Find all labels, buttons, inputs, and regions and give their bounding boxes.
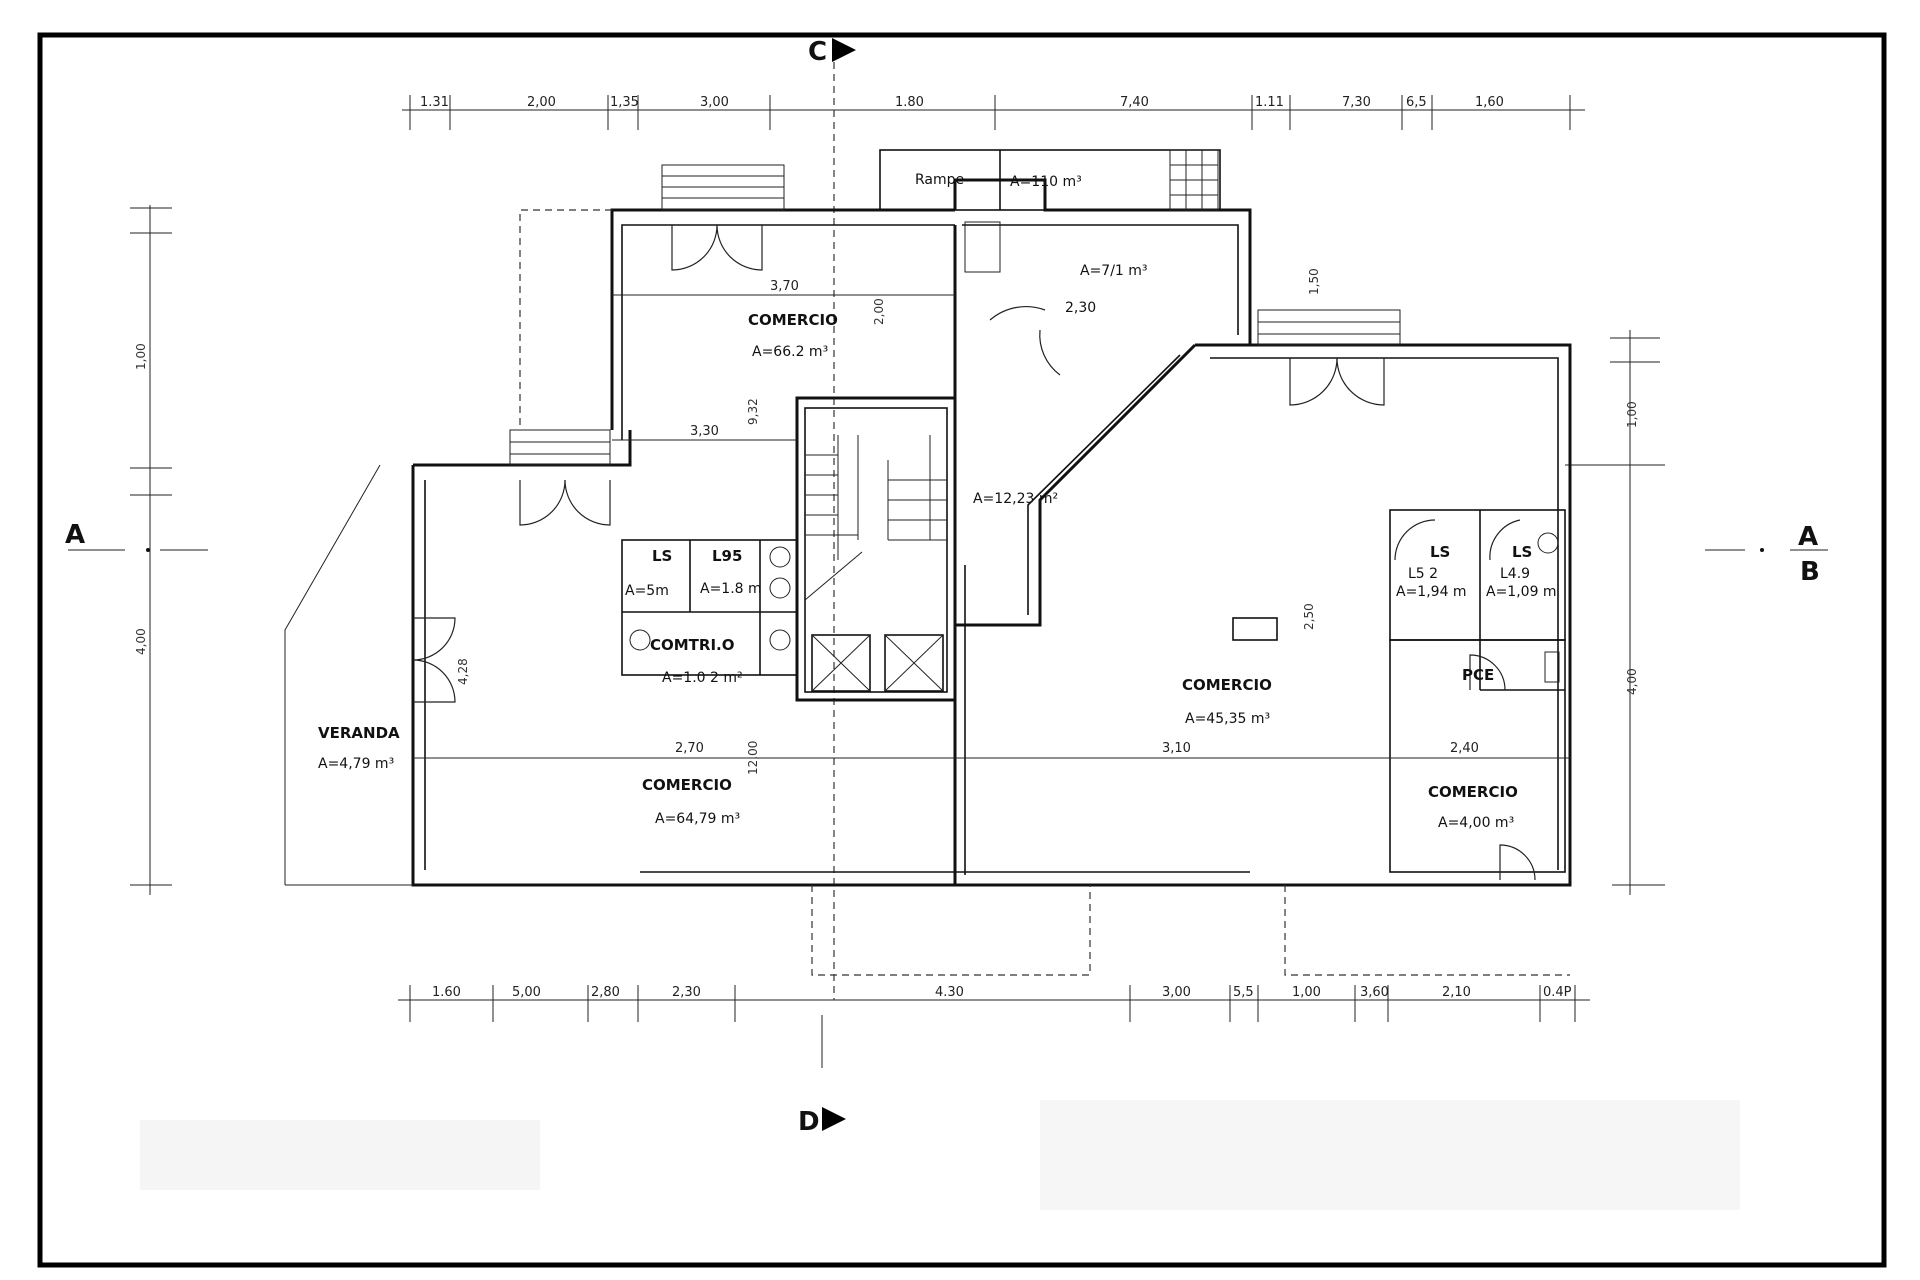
room-pce-label: PCE	[1462, 666, 1494, 684]
entry-steps-e	[1257, 309, 1401, 346]
room-veranda-area: A=4,79 m³	[318, 756, 394, 772]
dim-vert-428: 4,28	[456, 658, 470, 685]
room-rampe-label: Rampe	[915, 172, 964, 188]
section-label-d-bottom: D	[798, 1107, 820, 1137]
entry-steps-nw	[661, 164, 785, 211]
section-label-a-right: A	[1798, 522, 1818, 552]
stair-treads	[804, 435, 947, 601]
dim-bottom-2: 5,00	[512, 985, 541, 1000]
dim-top-3: 1,35	[610, 95, 639, 110]
dim-inner-310: 3,10	[1162, 741, 1191, 756]
dim-bottom-8: 1,00	[1292, 985, 1321, 1000]
room-ls2-area: A=1.8 m	[700, 581, 762, 597]
dim-bottom-4: 2,30	[672, 985, 701, 1000]
dim-top-9: 6,5	[1406, 95, 1427, 110]
top-dimension-chain: 1.31 2,00 1,35 3,00 1.80 7,40 1.11 7,30 …	[402, 95, 1585, 130]
dim-top-4: 3,00	[700, 95, 729, 110]
paper-smudge-right	[1040, 1100, 1740, 1210]
section-marker-d-bottom: D	[798, 1015, 846, 1137]
room-veranda-label: VERANDA	[318, 724, 400, 742]
doors	[412, 224, 1536, 881]
room-ls4-label: LS	[1512, 543, 1532, 561]
elevator-shafts	[811, 634, 944, 692]
room-hall-dim: 2,30	[1065, 300, 1096, 316]
room-comercio-e-area: A=4,00 m³	[1438, 815, 1514, 831]
room-rampe-area: A=110 m³	[1010, 174, 1082, 190]
room-comercio-c-area: A=45,35 m³	[1185, 711, 1270, 727]
dim-vert-150: 1,50	[1307, 268, 1321, 295]
dim-right-top: 1,00	[1625, 401, 1639, 428]
dim-inner-270: 2,70	[675, 741, 704, 756]
section-label-b-right: B	[1800, 557, 1820, 587]
dim-inner-370: 3,70	[770, 279, 799, 294]
dim-bottom-10: 2,10	[1442, 985, 1471, 1000]
dim-left-top: 1,00	[134, 343, 148, 370]
dim-inner-240: 2,40	[1450, 741, 1479, 756]
dim-bottom-3: 2,80	[591, 985, 620, 1000]
room-ls4-sub: L4.9	[1500, 566, 1530, 582]
sheet-frame	[37, 32, 1887, 1268]
right-vertical-dimension-chain: 1,00 4,00	[1565, 330, 1665, 895]
dim-vert-932: 9,32	[746, 398, 760, 425]
section-label-c-top: C	[808, 37, 827, 67]
dim-bottom-11: 0.4P	[1543, 985, 1572, 1000]
dim-top-8: 7,30	[1342, 95, 1371, 110]
dim-top-10: 1,60	[1475, 95, 1504, 110]
room-labels: Rampe A=110 m³ A=7/1 m³ 2,30 COMERCIO A=…	[318, 172, 1557, 831]
dim-vert-1200: 12,00	[746, 741, 760, 775]
dim-bottom-9: 3,60	[1360, 985, 1389, 1000]
dim-bottom-5: 4.30	[935, 985, 964, 1000]
room-corridor-area: A=12,23 m²	[973, 491, 1058, 507]
room-comercio-e-label: COMERCIO	[1428, 783, 1518, 801]
room-contrib-label: COMTRI.O	[650, 636, 735, 654]
section-marker-a-left: A	[65, 520, 208, 552]
entry-steps-w	[509, 429, 611, 466]
dim-bottom-6: 3,00	[1162, 985, 1191, 1000]
room-comercio-sw-area: A=64,79 m³	[655, 811, 740, 827]
room-ls2-label: L95	[712, 547, 742, 565]
dim-top-5: 1.80	[895, 95, 924, 110]
room-comercio-sw-label: COMERCIO	[642, 776, 732, 794]
dim-bottom-1: 1.60	[432, 985, 461, 1000]
dim-top-7: 1.11	[1255, 95, 1284, 110]
room-ls1-label: LS	[652, 547, 672, 565]
room-ls4-area: A=1,09 m	[1486, 584, 1557, 600]
sanitary-fixtures	[629, 221, 1560, 683]
room-comercio-nw-label: COMERCIO	[748, 311, 838, 329]
room-ls3-area: A=1,94 m	[1396, 584, 1467, 600]
dim-top-1: 1.31	[420, 95, 449, 110]
dim-right-bottom: 4,00	[1625, 668, 1639, 695]
dim-top-2: 2,00	[527, 95, 556, 110]
room-comercio-c-label: COMERCIO	[1182, 676, 1272, 694]
dim-inner-330: 3,30	[690, 424, 719, 439]
room-ls3-label: LS	[1430, 543, 1450, 561]
dim-left-bottom: 4,00	[134, 628, 148, 655]
bottom-dimension-chain: 1.60 5,00 2,80 2,30 4.30 3,00 5,5 1,00 3…	[398, 985, 1590, 1022]
dim-vert-250: 2,50	[1302, 603, 1316, 630]
paper-smudge-left	[140, 1120, 540, 1190]
room-ls3-sub: L5 2	[1408, 566, 1438, 582]
room-contrib-area: A=1.0 2 m²	[662, 670, 743, 686]
room-ls1-area: A=5m	[625, 583, 669, 599]
dim-vert-200: 2,00	[872, 298, 886, 325]
rampe-block	[879, 149, 1221, 211]
section-marker-a-right: A B	[1705, 522, 1828, 587]
inner-dimensions: 3,70 3,30 2,70 3,10 2,40 2,00 9,32 4,28 …	[413, 268, 1570, 775]
room-comercio-nw-area: A=66.2 m³	[752, 344, 828, 360]
section-label-a-left: A	[65, 520, 85, 550]
dim-top-6: 7,40	[1120, 95, 1149, 110]
room-hall-area: A=7/1 m³	[1080, 263, 1148, 279]
dim-bottom-7: 5,5	[1233, 985, 1254, 1000]
section-marker-c-top: C	[808, 37, 856, 1000]
